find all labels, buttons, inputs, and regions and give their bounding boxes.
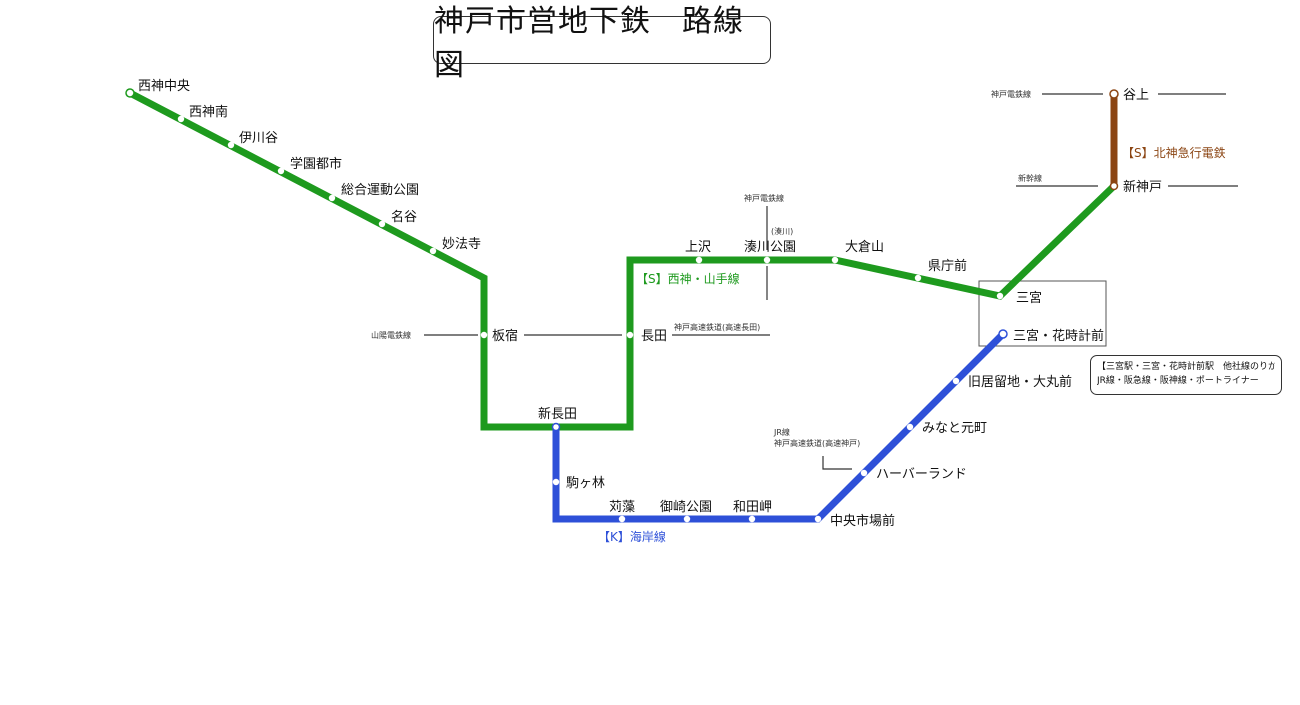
harborland-connector xyxy=(822,456,852,470)
connection-label-sanyo: 山陽電鉄線 xyxy=(371,330,411,340)
station-dot-sannomiya[interactable] xyxy=(996,292,1004,300)
station-label-seishin-chuo: 西神中央 xyxy=(138,79,190,94)
station-dot-misaki-koen[interactable] xyxy=(683,515,691,523)
station-label-sannomiya: 三宮 xyxy=(1016,290,1042,306)
station-dot-wadamisaki[interactable] xyxy=(748,515,756,523)
station-label-sogo-undo-koen: 総合運動公園 xyxy=(341,183,419,198)
connection-label-jr: JR線 xyxy=(773,427,790,437)
station-label-kyukyoryuchi: 旧居留地・大丸前 xyxy=(968,374,1072,390)
station-dot-myodani[interactable] xyxy=(378,220,386,228)
transfer-info-lines: JR線・阪急線・阪神線・ポートライナー xyxy=(1097,376,1259,386)
station-dot-myohoji[interactable] xyxy=(429,247,437,255)
station-label-minato-motomachi: みなと元町 xyxy=(922,421,987,436)
station-dot-tanigami[interactable] xyxy=(1109,89,1119,99)
station-dot-kyukyoryuchi[interactable] xyxy=(952,377,960,385)
station-label-shin-nagata: 新長田 xyxy=(538,406,577,422)
station-label-karumo: 苅藻 xyxy=(609,500,635,515)
station-label-kamisawa: 上沢 xyxy=(685,240,711,255)
station-label-sannomiya-hanadokei: 三宮・花時計前 xyxy=(1013,328,1104,344)
station-dot-sogo-undo-koen[interactable] xyxy=(328,194,336,202)
connector-lines xyxy=(424,93,1238,470)
transfer-info-box: 【三宮駅・三宮・花時計前駅 他社線のりかえ】 JR線・阪急線・阪神線・ポートライ… xyxy=(1090,355,1282,395)
connection-labels: 山陽電鉄線 神戸高速鉄道(高速長田) 神戸電鉄線 (湊川) 神戸電鉄線 新幹線 … xyxy=(371,89,1042,448)
station-dot-seishin-minami[interactable] xyxy=(177,115,185,123)
station-label-wadamisaki: 和田岬 xyxy=(733,500,772,515)
seishin-yamate-line-label: 【S】西神・山手線 xyxy=(636,271,740,286)
station-dot-karumo[interactable] xyxy=(618,515,626,523)
station-label-misaki-koen: 御崎公園 xyxy=(660,500,712,515)
station-label-kenchomae: 県庁前 xyxy=(928,258,967,274)
map-title: 神戸市営地下鉄 路線図 xyxy=(433,4,771,83)
station-label-harborland: ハーバーランド xyxy=(876,467,967,482)
station-dot-gakuen-toshi[interactable] xyxy=(277,167,285,175)
station-label-okurayama: 大倉山 xyxy=(845,240,884,255)
station-dots xyxy=(125,88,1119,523)
station-label-shin-kobe: 新神戸 xyxy=(1123,179,1162,195)
station-labels: 西神中央 西神南 伊川谷 学園都市 総合運動公園 名谷 妙法寺 板宿 新長田 長… xyxy=(138,79,1162,529)
station-dot-shin-nagata[interactable] xyxy=(551,422,561,432)
transfer-info-heading: 【三宮駅・三宮・花時計前駅 他社線のりかえ】 xyxy=(1097,362,1275,372)
station-dot-minatogawa-koen[interactable] xyxy=(763,256,771,264)
station-label-itayado: 板宿 xyxy=(492,328,518,344)
station-label-chuo-ichiba-mae: 中央市場前 xyxy=(830,513,895,529)
station-dot-okurayama[interactable] xyxy=(831,256,839,264)
station-dot-kamisawa[interactable] xyxy=(695,256,703,264)
station-dot-shin-kobe[interactable] xyxy=(1109,181,1119,191)
station-label-myodani: 名谷 xyxy=(391,209,417,225)
sannomiya-station-box xyxy=(978,280,1107,347)
station-dot-seishin-chuo[interactable] xyxy=(125,88,135,98)
seishin-yamate-line xyxy=(128,89,1117,431)
station-label-minatogawa-koen: 湊川公園 xyxy=(744,240,796,255)
kaigan-line-label: 【K】海岸線 xyxy=(598,529,666,544)
station-dot-itayado[interactable] xyxy=(480,331,488,339)
connection-label-kobe-dentetsu-tanigami: 神戸電鉄線 xyxy=(991,89,1031,99)
station-label-komagabayashi: 駒ヶ林 xyxy=(566,476,605,491)
connection-label-minatogawa-note: (湊川) xyxy=(771,226,793,236)
connection-label-kobe-dentetsu-minatogawa: 神戸電鉄線 xyxy=(744,193,784,203)
station-dot-harborland[interactable] xyxy=(860,469,868,477)
station-label-ikawadani: 伊川谷 xyxy=(239,131,278,146)
station-dot-chuo-ichiba-mae[interactable] xyxy=(814,515,822,523)
station-dot-sannomiya-hanadokei[interactable] xyxy=(998,329,1008,339)
station-dot-kenchomae[interactable] xyxy=(914,274,922,282)
station-label-tanigami: 谷上 xyxy=(1123,88,1149,103)
station-label-nagata: 長田 xyxy=(641,329,667,344)
station-label-gakuen-toshi: 学園都市 xyxy=(290,156,342,172)
station-dot-nagata[interactable] xyxy=(626,331,634,339)
station-label-seishin-minami: 西神南 xyxy=(189,104,228,120)
connection-label-shinkansen: 新幹線 xyxy=(1018,173,1042,183)
connection-label-kobe-kosoku-kobe: 神戸高速鉄道(高速神戸) xyxy=(774,438,860,448)
station-label-myohoji: 妙法寺 xyxy=(442,237,481,252)
station-dot-minato-motomachi[interactable] xyxy=(906,423,914,431)
hokushin-line-label: 【S】北神急行電鉄 xyxy=(1122,145,1226,160)
station-dot-komagabayashi[interactable] xyxy=(552,478,560,486)
connection-label-kobe-kosoku-nagata: 神戸高速鉄道(高速長田) xyxy=(674,322,760,332)
station-dot-ikawadani[interactable] xyxy=(227,141,235,149)
